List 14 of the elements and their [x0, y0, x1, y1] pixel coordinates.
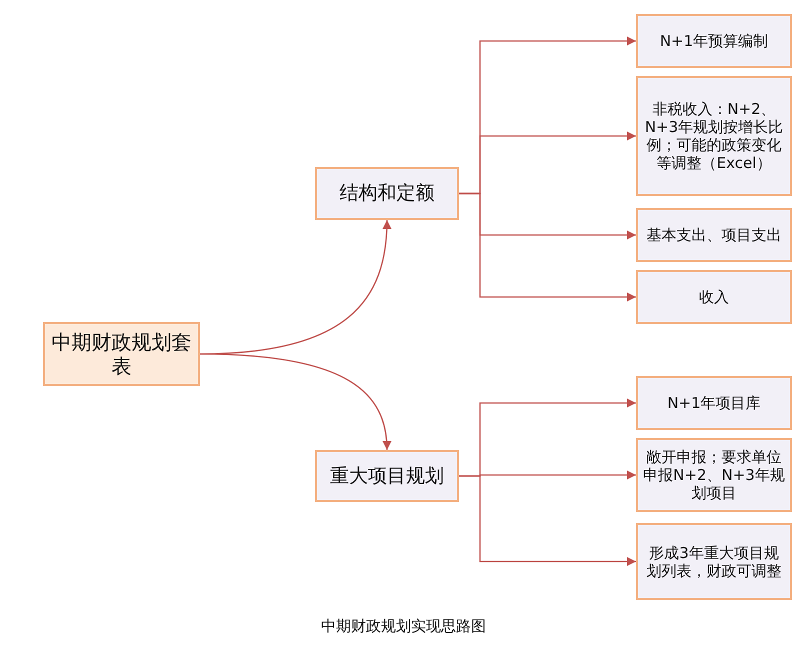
- process-box: N+1年项目库: [636, 376, 792, 430]
- process-box: 基本支出、项目支出: [636, 208, 792, 262]
- process-box: 结构和定额: [315, 167, 459, 220]
- root-box: 中期财政规划套表: [43, 322, 200, 386]
- arrow: [459, 192, 636, 302]
- process-box: N+1年预算编制: [636, 14, 792, 68]
- process-box: 非税收入：N+2、N+3年规划按增长比例；可能的政策变化等调整（Excel）: [636, 76, 792, 196]
- process-box: 形成3年重大项目规划列表，财政可调整: [636, 523, 792, 600]
- caption: 中期财政规划实现思路图: [321, 619, 486, 635]
- arrow: [459, 475, 636, 566]
- arrow: [200, 353, 391, 450]
- process-box: 收入: [636, 270, 792, 324]
- process-box: 敞开申报；要求单位申报N+2、N+3年规划项目: [636, 438, 792, 512]
- process-box: 重大项目规划: [315, 450, 459, 502]
